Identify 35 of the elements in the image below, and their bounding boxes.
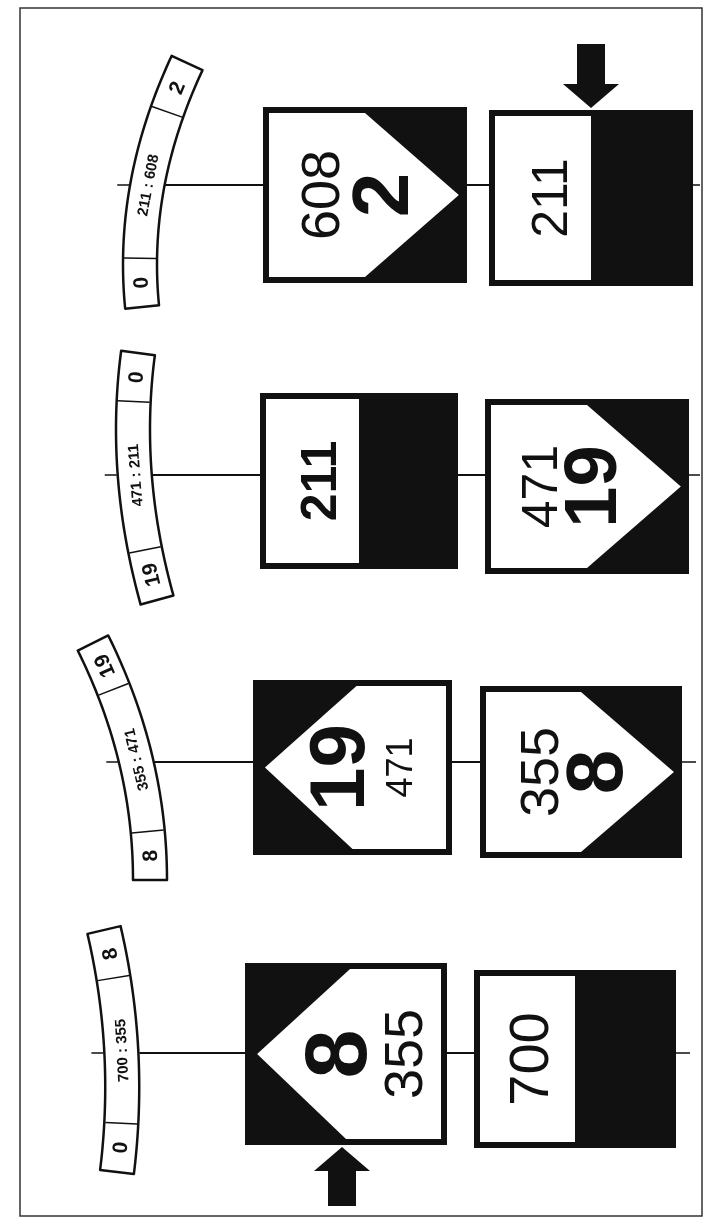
strip-number: 0 <box>124 370 147 384</box>
kilometer-sign <box>260 393 458 569</box>
strip-number: 19 <box>137 561 164 589</box>
kilometer-sign <box>489 110 693 286</box>
direction-marker-arrow <box>314 1147 370 1206</box>
post-line <box>446 1052 475 1054</box>
post-line <box>151 474 261 476</box>
post-line <box>466 184 490 186</box>
post-line <box>457 474 486 476</box>
strip-number: 8 <box>97 946 121 962</box>
post-line <box>164 184 264 186</box>
strip-number: 471 : 211 <box>124 443 145 507</box>
strip-number: 0 <box>108 1140 131 1155</box>
kilometer-sign <box>474 970 676 1148</box>
kilometer-sign <box>253 680 452 855</box>
strip-number: 2 <box>164 78 189 97</box>
strip-number: 19 <box>89 651 119 681</box>
kilometer-sign <box>263 107 467 283</box>
kilometer-sign <box>245 963 447 1145</box>
strip-number: 700 : 355 <box>112 1018 131 1083</box>
kilometer-sign <box>480 686 682 858</box>
sign-number: 700 <box>500 1012 557 1106</box>
post-line <box>153 761 254 763</box>
strip-number: 8 <box>138 849 161 862</box>
strip-number: 211 : 608 <box>134 152 161 218</box>
post-line <box>451 761 481 763</box>
post-line <box>138 1052 246 1054</box>
strip-number: 355 : 471 <box>121 727 151 793</box>
strip-number: 0 <box>129 276 151 289</box>
sign-number: 211 <box>525 158 576 238</box>
sign-number: 211 <box>294 440 345 522</box>
direction-marker-arrow <box>563 44 619 108</box>
sign-number: 471 <box>382 737 419 798</box>
kilometer-sign <box>485 399 689 574</box>
sign-number: 19 <box>297 724 376 811</box>
